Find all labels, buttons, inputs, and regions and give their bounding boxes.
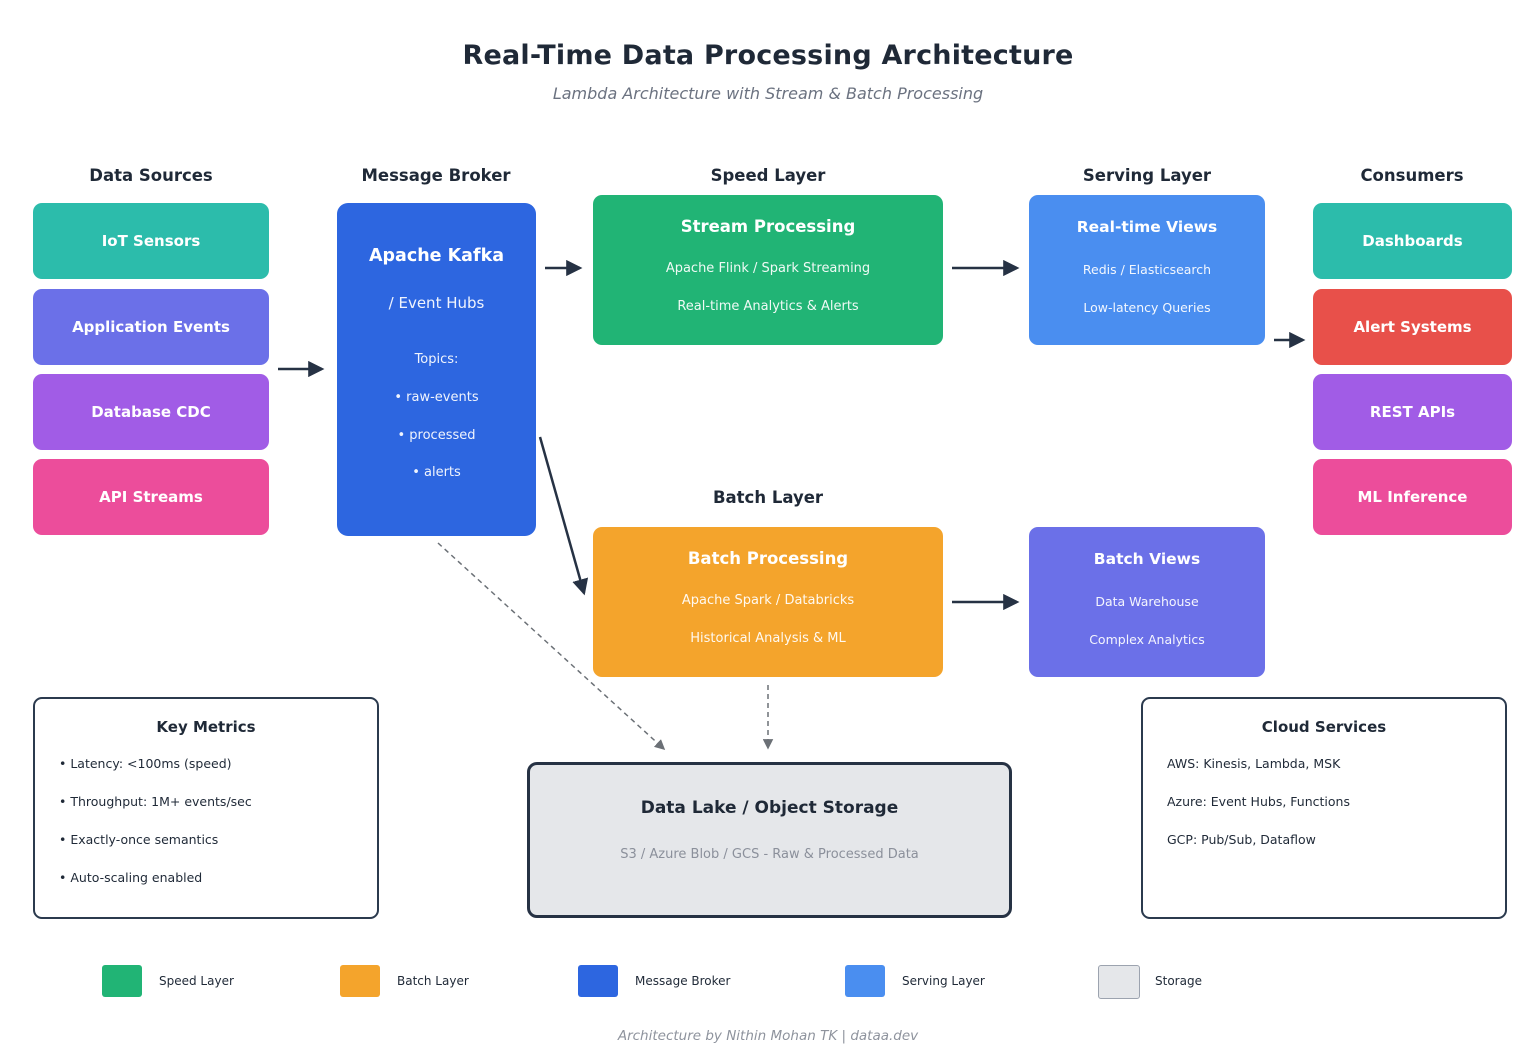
kafka-topic-alerts: • alerts: [412, 465, 461, 480]
legend-swatch-speed-layer: [102, 965, 142, 997]
cloud-services-title: Cloud Services: [1261, 718, 1387, 736]
legend-swatch-storage: [1098, 965, 1140, 999]
column-header-batch-layer: Batch Layer: [712, 488, 824, 507]
legend-item-storage: Storage: [1098, 965, 1278, 999]
node-batch-processing: Batch Processing Apache Spark / Databric…: [593, 527, 943, 677]
node-dashboards: Dashboards: [1313, 203, 1512, 279]
data-lake-title: Data Lake / Object Storage: [640, 798, 899, 818]
batch-views-line2: Complex Analytics: [1089, 632, 1205, 647]
page-subtitle: Lambda Architecture with Stream & Batch …: [552, 84, 984, 103]
key-metric-throughput: • Throughput: 1M+ events/sec: [59, 794, 252, 809]
cloud-service-gcp: GCP: Pub/Sub, Dataflow: [1167, 832, 1316, 847]
kafka-topic-raw-events: • raw-events: [394, 390, 479, 405]
batch-title: Batch Processing: [687, 549, 849, 568]
stream-line1: Apache Flink / Spark Streaming: [665, 261, 871, 276]
realtime-views-line1: Redis / Elasticsearch: [1082, 262, 1212, 277]
node-api-streams: API Streams: [33, 459, 269, 535]
legend-item-serving-layer: Serving Layer: [845, 965, 1025, 997]
batch-views-line1: Data Warehouse: [1095, 594, 1199, 609]
column-header-speed-layer: Speed Layer: [710, 166, 826, 185]
stream-line2: Real-time Analytics & Alerts: [677, 299, 859, 314]
batch-views-title: Batch Views: [1093, 550, 1201, 568]
legend-item-message-broker: Message Broker: [578, 965, 758, 997]
legend-swatch-message-broker: [578, 965, 618, 997]
legend-swatch-batch-layer: [340, 965, 380, 997]
node-ml-inference: ML Inference: [1313, 459, 1512, 535]
key-metric-semantics: • Exactly-once semantics: [59, 832, 219, 847]
node-rest-apis: REST APIs: [1313, 374, 1512, 450]
node-label: Database CDC: [91, 403, 211, 421]
node-label: Application Events: [72, 318, 230, 336]
batch-line2: Historical Analysis & ML: [690, 631, 846, 646]
node-realtime-views: Real-time Views Redis / Elasticsearch Lo…: [1029, 195, 1265, 345]
footer-credit: Architecture by Nithin Mohan TK | dataa.…: [617, 1028, 919, 1044]
node-label: Alert Systems: [1353, 318, 1472, 336]
node-label: IoT Sensors: [101, 232, 201, 250]
node-apache-kafka: Apache Kafka / Event Hubs Topics: • raw-…: [337, 203, 536, 536]
legend-label: Storage: [1155, 974, 1202, 988]
arrow-broker-to-batch: [538, 436, 589, 596]
stream-title: Stream Processing: [680, 217, 856, 236]
cloud-services-panel: Cloud Services AWS: Kinesis, Lambda, MSK…: [1141, 697, 1507, 919]
node-alert-systems: Alert Systems: [1313, 289, 1512, 365]
kafka-title: Apache Kafka: [368, 246, 505, 266]
key-metrics-title: Key Metrics: [156, 718, 256, 736]
data-lake-subtitle: S3 / Azure Blob / GCS - Raw & Processed …: [620, 847, 919, 862]
node-data-lake: Data Lake / Object Storage S3 / Azure Bl…: [527, 762, 1012, 918]
column-header-serving-layer: Serving Layer: [1082, 166, 1212, 185]
legend-label: Speed Layer: [159, 974, 234, 988]
column-header-consumers: Consumers: [1360, 166, 1464, 185]
batch-line1: Apache Spark / Databricks: [681, 593, 855, 608]
node-batch-views: Batch Views Data Warehouse Complex Analy…: [1029, 527, 1265, 677]
legend-label: Serving Layer: [902, 974, 985, 988]
column-header-message-broker: Message Broker: [361, 166, 511, 185]
key-metric-autoscaling: • Auto-scaling enabled: [59, 870, 203, 885]
key-metric-latency: • Latency: <100ms (speed): [59, 756, 232, 771]
cloud-service-azure: Azure: Event Hubs, Functions: [1167, 794, 1350, 809]
cloud-service-aws: AWS: Kinesis, Lambda, MSK: [1167, 756, 1341, 771]
legend-label: Message Broker: [635, 974, 731, 988]
kafka-topics-label: Topics:: [414, 352, 459, 367]
legend-item-speed-layer: Speed Layer: [102, 965, 282, 997]
legend-label: Batch Layer: [397, 974, 469, 988]
kafka-subtitle: / Event Hubs: [388, 294, 485, 312]
realtime-views-title: Real-time Views: [1076, 218, 1218, 236]
node-application-events: Application Events: [33, 289, 269, 365]
node-iot-sensors: IoT Sensors: [33, 203, 269, 279]
legend-item-batch-layer: Batch Layer: [340, 965, 520, 997]
kafka-topic-processed: • processed: [397, 428, 476, 443]
page-title: Real-Time Data Processing Architecture: [462, 40, 1074, 71]
node-label: API Streams: [99, 488, 203, 506]
node-label: REST APIs: [1369, 403, 1456, 421]
column-header-data-sources: Data Sources: [89, 166, 213, 185]
node-label: Dashboards: [1362, 232, 1463, 250]
node-label: ML Inference: [1357, 488, 1468, 506]
key-metrics-panel: Key Metrics • Latency: <100ms (speed) • …: [33, 697, 379, 919]
node-database-cdc: Database CDC: [33, 374, 269, 450]
legend-swatch-serving-layer: [845, 965, 885, 997]
node-stream-processing: Stream Processing Apache Flink / Spark S…: [593, 195, 943, 345]
realtime-views-line2: Low-latency Queries: [1083, 300, 1211, 315]
